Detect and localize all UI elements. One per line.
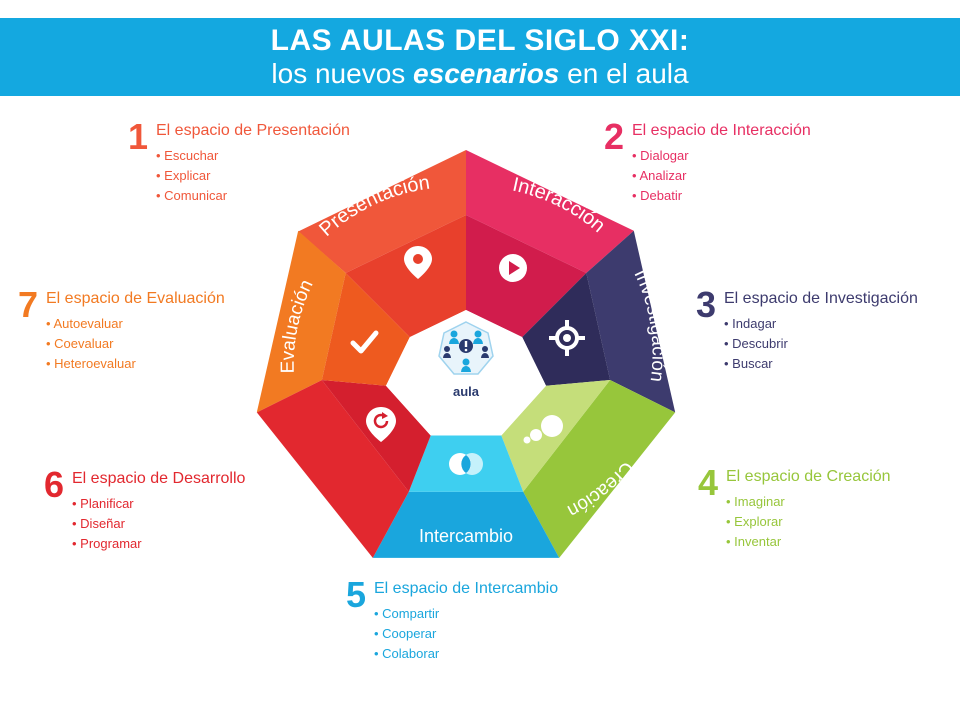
space-item: Imaginar	[726, 492, 785, 512]
space-number: 5	[346, 574, 367, 615]
space-item: Descubrir	[724, 334, 788, 354]
space-title: El espacio de Creación	[726, 468, 891, 485]
space-item: Heteroevaluar	[46, 354, 136, 374]
label-intercambio: Intercambio	[419, 526, 513, 546]
space-item: Diseñar	[72, 514, 142, 534]
space-number: 3	[696, 284, 717, 325]
segment-interaccion-inner	[466, 215, 587, 338]
space-item: Compartir	[374, 604, 439, 624]
segment-desarrollo[interactable]	[256, 380, 409, 558]
checkmark-icon	[350, 330, 379, 354]
people-group-icon	[438, 321, 494, 375]
space-item: Buscar	[724, 354, 788, 374]
space-title: El espacio de Intercambio	[374, 580, 559, 597]
space-items: Imaginar Explorar Inventar	[726, 492, 785, 552]
space-item: Dialogar	[632, 146, 688, 166]
segment-interaccion[interactable]	[466, 150, 634, 273]
segment-evaluacion-inner	[321, 273, 410, 386]
space-title: El espacio de Desarrollo	[72, 470, 246, 487]
label-desarrollo: Desarrollo	[0, 0, 306, 510]
space-items: Planificar Diseñar Programar	[72, 494, 142, 554]
segment-presentacion[interactable]	[298, 150, 466, 273]
space-item: Debatir	[632, 186, 689, 206]
page-subtitle: los nuevos escenarios en el aula	[271, 58, 689, 89]
space-item: Planificar	[72, 494, 142, 514]
play-icon	[499, 254, 527, 282]
space-items: Compartir Cooperar Colaborar	[374, 604, 439, 664]
segment-investigacion[interactable]	[586, 230, 676, 413]
segment-evaluacion[interactable]	[256, 230, 346, 413]
space-item: Coevaluar	[46, 334, 136, 354]
space-item: Analizar	[632, 166, 689, 186]
space-item: Programar	[72, 534, 141, 554]
space-item: Autoevaluar	[46, 314, 136, 334]
center-label: aula	[453, 384, 480, 399]
header-banner: LAS AULAS DEL SIGLO XXI: los nuevos esce…	[0, 18, 960, 96]
space-title: El espacio de Interacción	[632, 122, 811, 139]
bubbles-icon	[523, 415, 563, 444]
space-number: 2	[604, 116, 625, 157]
space-item: Comunicar	[156, 186, 227, 206]
segment-presentacion-inner	[345, 215, 466, 338]
segment-intercambio[interactable]	[372, 491, 560, 558]
page-title: LAS AULAS DEL SIGLO XXI:	[270, 24, 690, 57]
space-number: 6	[44, 464, 65, 505]
space-item: Inventar	[726, 532, 785, 552]
space-number: 4	[698, 462, 719, 503]
space-item: Cooperar	[374, 624, 439, 644]
overlap-circles-icon	[449, 453, 483, 475]
target-icon	[549, 320, 585, 356]
space-items: Indagar Descubrir Buscar	[724, 314, 788, 374]
space-title: El espacio de Investigación	[724, 290, 918, 307]
space-number: 1	[128, 116, 149, 157]
space-title: El espacio de Presentación	[156, 122, 350, 139]
segment-creacion[interactable]	[523, 380, 676, 558]
location-pin-icon	[404, 246, 432, 279]
space-item: Explorar	[726, 512, 785, 532]
space-items: Dialogar Analizar Debatir	[632, 146, 689, 206]
space-item: Explicar	[156, 166, 227, 186]
space-item: Colaborar	[374, 644, 439, 664]
space-item: Indagar	[724, 314, 788, 334]
space-title: El espacio de Evaluación	[46, 290, 225, 307]
space-items: Autoevaluar Coevaluar Heteroevaluar	[46, 314, 136, 374]
space-items: Escuchar Explicar Comunicar	[156, 146, 227, 206]
space-item: Escuchar	[156, 146, 227, 166]
space-number: 7	[18, 284, 39, 325]
refresh-pin-icon	[366, 407, 396, 442]
